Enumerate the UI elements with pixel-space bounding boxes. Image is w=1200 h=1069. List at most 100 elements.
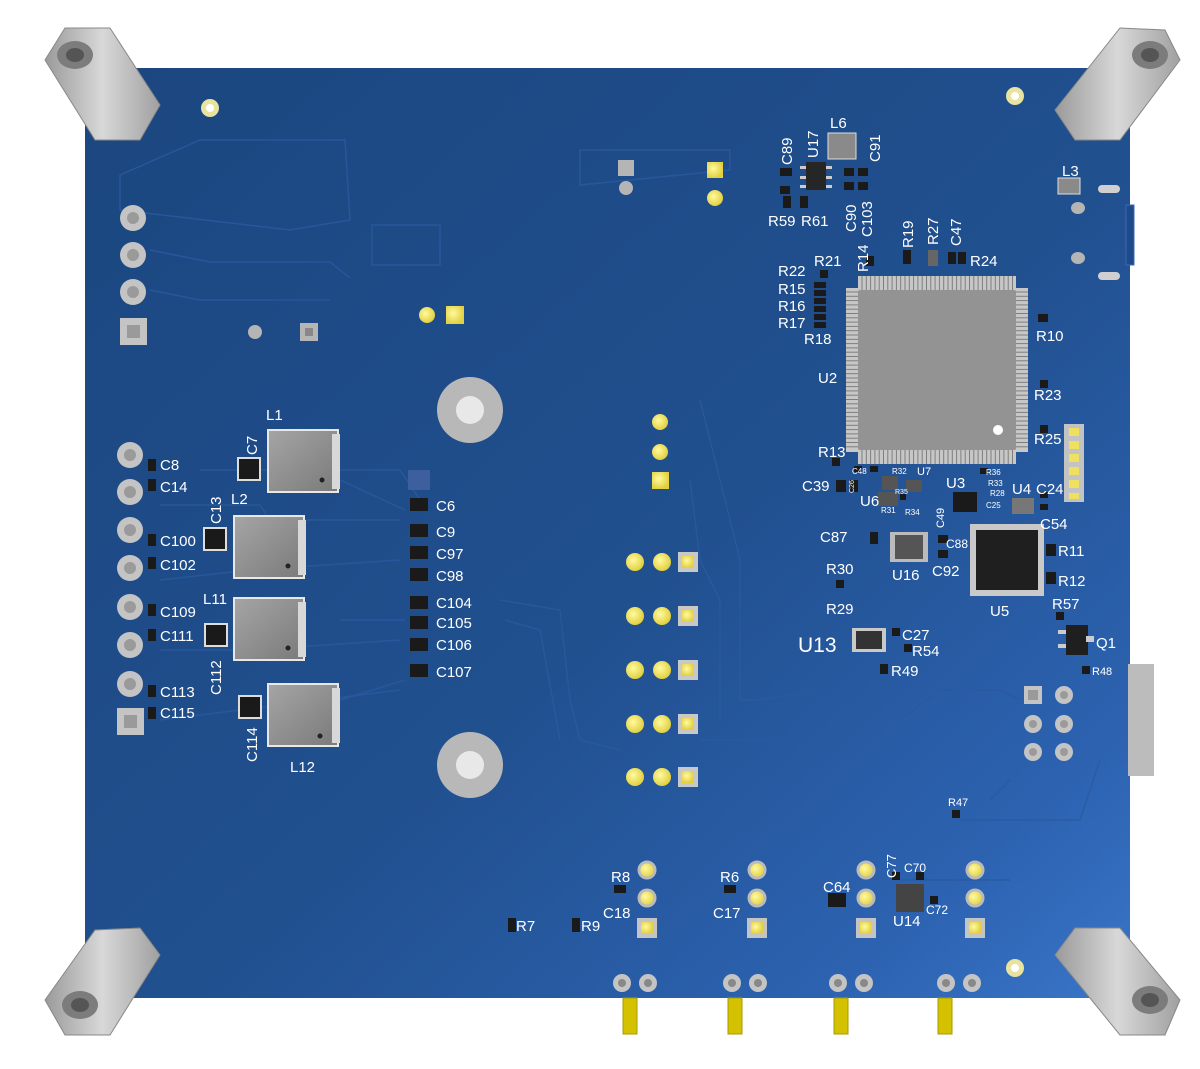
label-u17: U17 xyxy=(805,130,822,158)
label-r10: R10 xyxy=(1036,328,1064,345)
left-header-power xyxy=(117,442,144,735)
silkscreen-labels: L1 L2 L11 L12 C7 C13 C112 C114 C8 C14 C1… xyxy=(160,115,1116,935)
label-q1: Q1 xyxy=(1096,635,1116,652)
inductor-l2 xyxy=(233,515,306,579)
standoff-top-right xyxy=(1054,27,1181,141)
label-c25: C25 xyxy=(986,501,1001,510)
chip-u16 xyxy=(870,532,948,562)
label-r34: R34 xyxy=(905,508,920,517)
tantalum-caps xyxy=(203,457,262,719)
label-c47: C47 xyxy=(948,218,965,246)
label-c39: C39 xyxy=(802,478,830,495)
bottom-connectors xyxy=(508,860,985,938)
label-r15: R15 xyxy=(778,281,806,298)
label-r59: R59 xyxy=(768,213,796,230)
label-r33: R33 xyxy=(988,479,1003,488)
label-r57: R57 xyxy=(1052,596,1080,613)
label-c105: C105 xyxy=(436,615,472,632)
label-u6: U6 xyxy=(860,493,879,510)
label-l6: L6 xyxy=(830,115,847,132)
label-c111: C111 xyxy=(160,628,194,645)
label-c104: C104 xyxy=(436,595,472,612)
label-l12: L12 xyxy=(290,759,315,776)
transistor-q1 xyxy=(1056,612,1094,674)
mounting-hole-upper xyxy=(437,377,503,443)
label-l3: L3 xyxy=(1062,163,1079,180)
label-r29: R29 xyxy=(826,601,854,618)
label-r18: R18 xyxy=(804,331,832,348)
label-u13: U13 xyxy=(798,634,837,657)
label-u2: U2 xyxy=(818,370,837,387)
standoff-bottom-right xyxy=(1054,927,1181,1036)
label-c17: C17 xyxy=(713,905,741,922)
label-r36: R36 xyxy=(986,468,1001,477)
label-c48: C48 xyxy=(852,467,867,476)
label-r31: R31 xyxy=(881,506,896,515)
r29-r30 xyxy=(836,580,844,588)
chip-u5 xyxy=(970,524,1056,596)
label-r23: R23 xyxy=(1034,387,1062,404)
label-c115: C115 xyxy=(160,705,195,722)
label-r61: R61 xyxy=(801,213,829,230)
label-r8: R8 xyxy=(611,869,630,886)
label-c109: C109 xyxy=(160,604,196,621)
label-c70: C70 xyxy=(904,861,926,875)
label-c64: C64 xyxy=(823,879,851,896)
label-r32: R32 xyxy=(892,467,907,476)
label-c92: C92 xyxy=(932,563,960,580)
label-r22: R22 xyxy=(778,263,806,280)
label-u16: U16 xyxy=(892,567,920,584)
label-c54: C54 xyxy=(1040,516,1068,533)
label-c24: C24 xyxy=(1036,481,1064,498)
label-c106: C106 xyxy=(436,637,472,654)
cap-column xyxy=(408,470,430,677)
label-l1: L1 xyxy=(266,407,283,424)
label-c114: C114 xyxy=(244,727,261,762)
label-c89: C89 xyxy=(779,137,796,165)
fiducials xyxy=(201,87,1024,977)
label-c7: C7 xyxy=(244,436,261,455)
standoff-bottom-left xyxy=(44,927,161,1036)
label-c13: C13 xyxy=(208,496,225,524)
label-r30: R30 xyxy=(826,561,854,578)
label-c90: C90 xyxy=(843,204,860,232)
bottom-pins xyxy=(613,974,981,1035)
label-c72: C72 xyxy=(926,903,948,917)
label-r9: R9 xyxy=(581,918,600,935)
label-r49: R49 xyxy=(891,663,919,680)
label-r12: R12 xyxy=(1058,573,1086,590)
label-l11: L11 xyxy=(203,591,227,608)
label-u7: U7 xyxy=(917,466,931,478)
label-c112: C112 xyxy=(208,660,225,695)
label-c14: C14 xyxy=(160,479,188,496)
label-c8: C8 xyxy=(160,457,179,474)
gold-pad-array xyxy=(626,552,698,787)
label-u4: U4 xyxy=(1012,481,1031,498)
inductor-l6 xyxy=(827,132,857,160)
chip-u13 xyxy=(852,628,912,674)
mcu-u2 xyxy=(846,276,1028,464)
label-c107: C107 xyxy=(436,664,472,681)
label-r28: R28 xyxy=(990,489,1005,498)
label-r7: R7 xyxy=(516,918,535,935)
small-pads xyxy=(248,160,723,489)
small-parts-top xyxy=(780,168,868,208)
label-r11: R11 xyxy=(1058,543,1084,560)
small-caps-left xyxy=(148,459,156,719)
label-r25: R25 xyxy=(1034,431,1062,448)
label-r47: R47 xyxy=(948,797,968,809)
label-c97: C97 xyxy=(436,546,464,563)
label-r16: R16 xyxy=(778,298,806,315)
label-r14: R14 xyxy=(855,244,872,272)
inductor-l12 xyxy=(267,683,340,747)
label-r24: R24 xyxy=(970,253,998,270)
standoff-top-left xyxy=(44,27,161,141)
label-c91: C91 xyxy=(867,134,884,162)
label-c103: C103 xyxy=(859,201,876,237)
label-u5: U5 xyxy=(990,603,1009,620)
label-c87: C87 xyxy=(820,529,848,546)
label-c9: C9 xyxy=(436,524,455,541)
inductor-l11 xyxy=(233,597,306,661)
right-connector xyxy=(952,664,1154,818)
